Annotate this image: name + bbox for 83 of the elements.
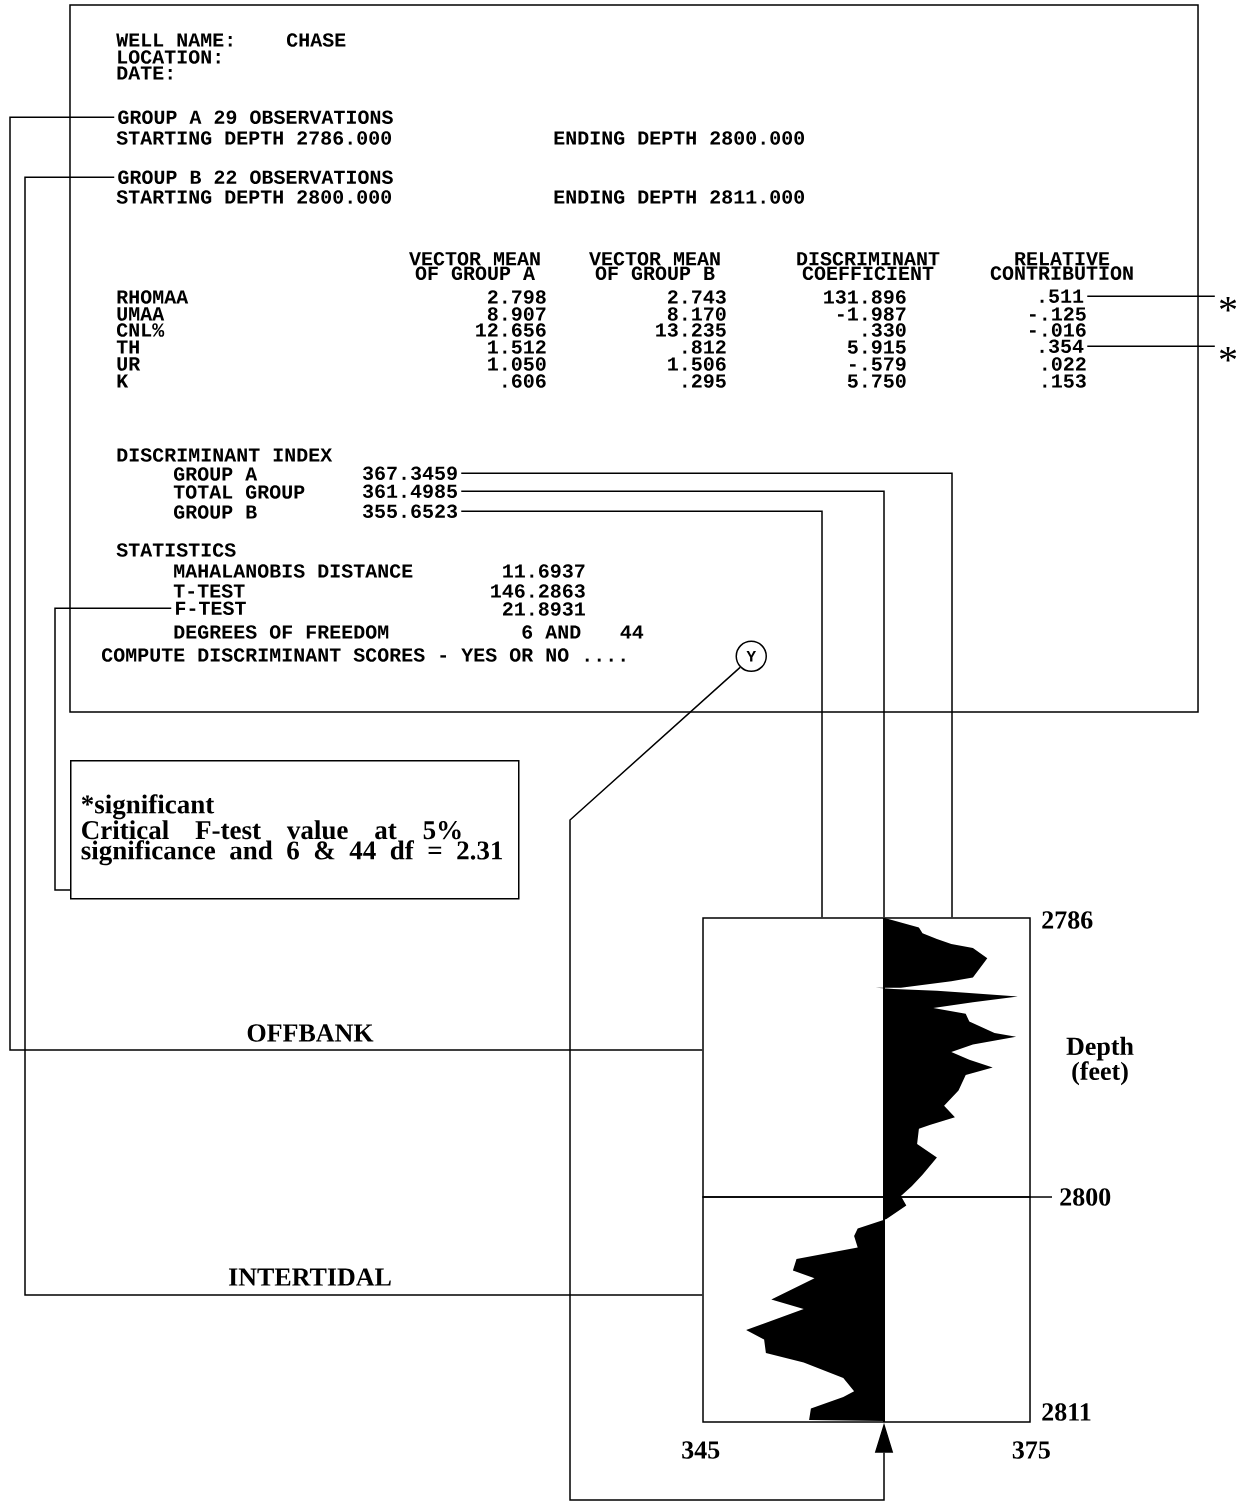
printout-text: .022 [1043, 357, 1086, 371]
printout-text: STARTING DEPTH 2786.000 [116, 131, 392, 145]
printout-text: 6 AND [522, 625, 581, 639]
printout-text: -.016 [1029, 323, 1086, 337]
printout-text: CHASE [287, 33, 346, 47]
printout-text: GROUP B [174, 505, 257, 519]
printout-text: GROUP A 29 OBSERVATIONS [118, 110, 393, 125]
printout-text: WELL NAME: [116, 33, 232, 47]
printout-text: F-TEST [176, 601, 246, 616]
printout-text: 44 [620, 625, 644, 639]
printout-text: 13.235 [656, 323, 726, 337]
axis-label: 345 [682, 1441, 720, 1459]
leader-line [460, 490, 885, 918]
printout-text: .330 [863, 323, 906, 337]
printout-text: 361.4985 [362, 484, 457, 499]
printout-text: 1.506 [668, 357, 726, 371]
printout-text: GROUP A [174, 467, 258, 481]
printout-text: MAHALANOBIS DISTANCE [174, 564, 413, 578]
printout-text: 21.8931 [503, 602, 585, 616]
printout-text: COMPUTE DISCRIMINANT SCORES - YES OR NO .... [102, 648, 625, 662]
printout-text: 12.656 [476, 323, 546, 337]
printout-text: 146.2863 [491, 584, 585, 598]
printout-text: 355.6523 [362, 504, 457, 519]
printout-text: VECTOR MEAN OF GROUP B [589, 251, 720, 281]
printout-text: DATE: [117, 66, 172, 80]
printout-text: RHOMAA [117, 290, 189, 304]
leader-line [460, 510, 823, 918]
printout-text: LOCATION: [118, 50, 220, 64]
printout-text: TOTAL GROUP [173, 485, 305, 499]
leader-line [54, 607, 172, 891]
axis-label: Depth (feet) [1066, 1036, 1134, 1086]
asterisk: * [1219, 296, 1237, 312]
printout-text: 5.915 [847, 340, 906, 354]
printout-text: DISCRIMINANT COEFFICIENT [797, 251, 940, 281]
printout-text: .295 [683, 374, 726, 388]
log-interval-box [702, 1196, 1031, 1423]
note-box: *significant Critical F-test value at 5% significance and 6 & 44 df = 2.31 [70, 760, 520, 900]
asterisk: * [1219, 346, 1237, 362]
printout-text: DEGREES OF FREEDOM [174, 625, 389, 639]
printout-text: ENDING DEPTH 2811.000 [554, 190, 805, 204]
printout-text: K [117, 374, 129, 388]
printout-text: T-TEST [173, 584, 245, 598]
printout-text: .511 [1040, 289, 1084, 303]
printout-text: 11.6937 [503, 564, 585, 578]
printout-text: 2.743 [668, 290, 726, 304]
printout-text: 5.750 [847, 374, 906, 388]
axis-label: 2800 [1060, 1188, 1111, 1206]
printout-text: -1.987 [837, 307, 906, 321]
printout-text: 1.512 [488, 340, 546, 354]
printout-text: DISCRIMINANT INDEX [117, 448, 333, 462]
printout-frame [69, 4, 1199, 713]
printout-text: UR [117, 357, 141, 371]
leader-line [9, 116, 703, 1051]
edge-label: OFFBANK [244, 1022, 376, 1044]
printout-text: 2.798 [488, 290, 546, 304]
printout-text: -.125 [1029, 307, 1086, 321]
printout-text: CNL% [117, 323, 165, 337]
printout-text: VECTOR MEAN OF GROUP A [409, 251, 540, 281]
log-interval-box [702, 917, 1031, 1198]
printout-text: STATISTICS [116, 543, 236, 557]
printout-text: UMAA [117, 307, 165, 321]
printout-text: .812 [683, 340, 726, 354]
leader-line [460, 472, 953, 918]
printout-text: 8.907 [487, 307, 546, 321]
leader-line [1086, 345, 1216, 347]
printout-text: -.579 [849, 357, 906, 371]
axis-label: 2786 [1042, 911, 1093, 929]
printout-text: TH [116, 340, 139, 354]
printout-text: 1.050 [488, 357, 546, 371]
printout-text: STARTING DEPTH 2800.000 [116, 190, 392, 204]
printout-text: .153 [1043, 374, 1086, 388]
printout-text: ENDING DEPTH 2800.000 [554, 131, 805, 145]
axis-label: 375 [1012, 1441, 1050, 1459]
printout-text: RELATIVE CONTRIBUTION [990, 252, 1133, 280]
printout-text: 8.170 [667, 307, 726, 321]
printout-text: 131.896 [824, 290, 906, 304]
printout-text: .606 [503, 374, 546, 388]
printout-text: GROUP B 22 OBSERVATIONS [118, 170, 393, 185]
printout-text: .354 [1040, 339, 1084, 354]
leader-line [24, 176, 703, 1296]
edge-label: INTERTIDAL [226, 1266, 394, 1288]
printout-text: 367.3459 [362, 466, 457, 481]
leader-line [1086, 295, 1216, 297]
